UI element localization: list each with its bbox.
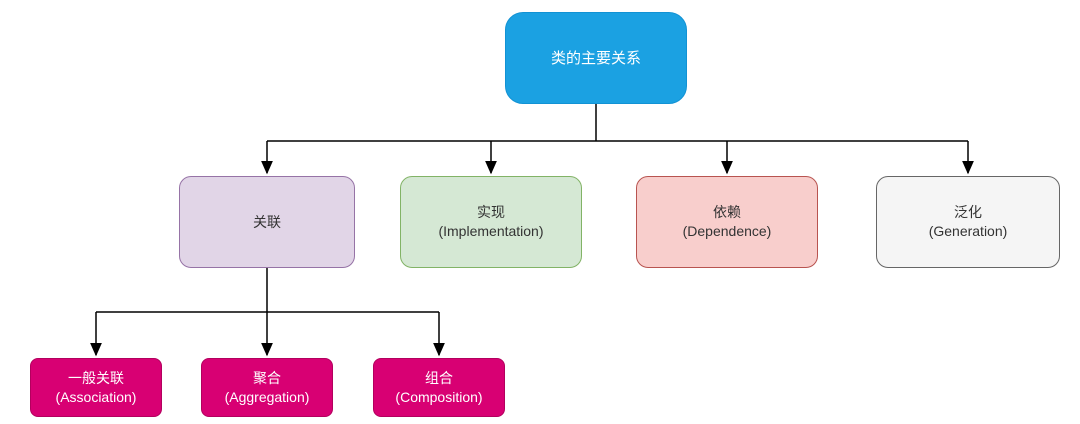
node-label: 实现 xyxy=(477,204,505,220)
node-implementation: 实现 (Implementation) xyxy=(400,176,582,268)
node-association: 关联 xyxy=(179,176,355,268)
node-label: 依赖 xyxy=(713,204,741,220)
node-label: 聚合 xyxy=(253,369,281,386)
node-label: 关联 xyxy=(253,213,281,230)
node-sublabel: (Generation) xyxy=(928,223,1008,239)
node-sublabel: (Composition) xyxy=(395,388,483,405)
node-label: 一般关联 xyxy=(68,369,124,386)
node-label: 泛化 xyxy=(954,204,982,220)
node-sublabel: (Implementation) xyxy=(438,223,544,239)
node-aggregation: 聚合 (Aggregation) xyxy=(201,358,333,417)
node-sublabel: (Aggregation) xyxy=(224,388,310,405)
node-general-association: 一般关联 (Association) xyxy=(30,358,162,417)
node-label: 类的主要关系 xyxy=(550,49,641,67)
node-sublabel: (Dependence) xyxy=(682,223,772,239)
node-root-class-relations: 类的主要关系 xyxy=(505,12,687,104)
node-dependence: 依赖 (Dependence) xyxy=(636,176,818,268)
node-sublabel: (Association) xyxy=(55,388,137,405)
node-composition: 组合 (Composition) xyxy=(373,358,505,417)
node-generation: 泛化 (Generation) xyxy=(876,176,1060,268)
node-label: 组合 xyxy=(425,369,453,386)
